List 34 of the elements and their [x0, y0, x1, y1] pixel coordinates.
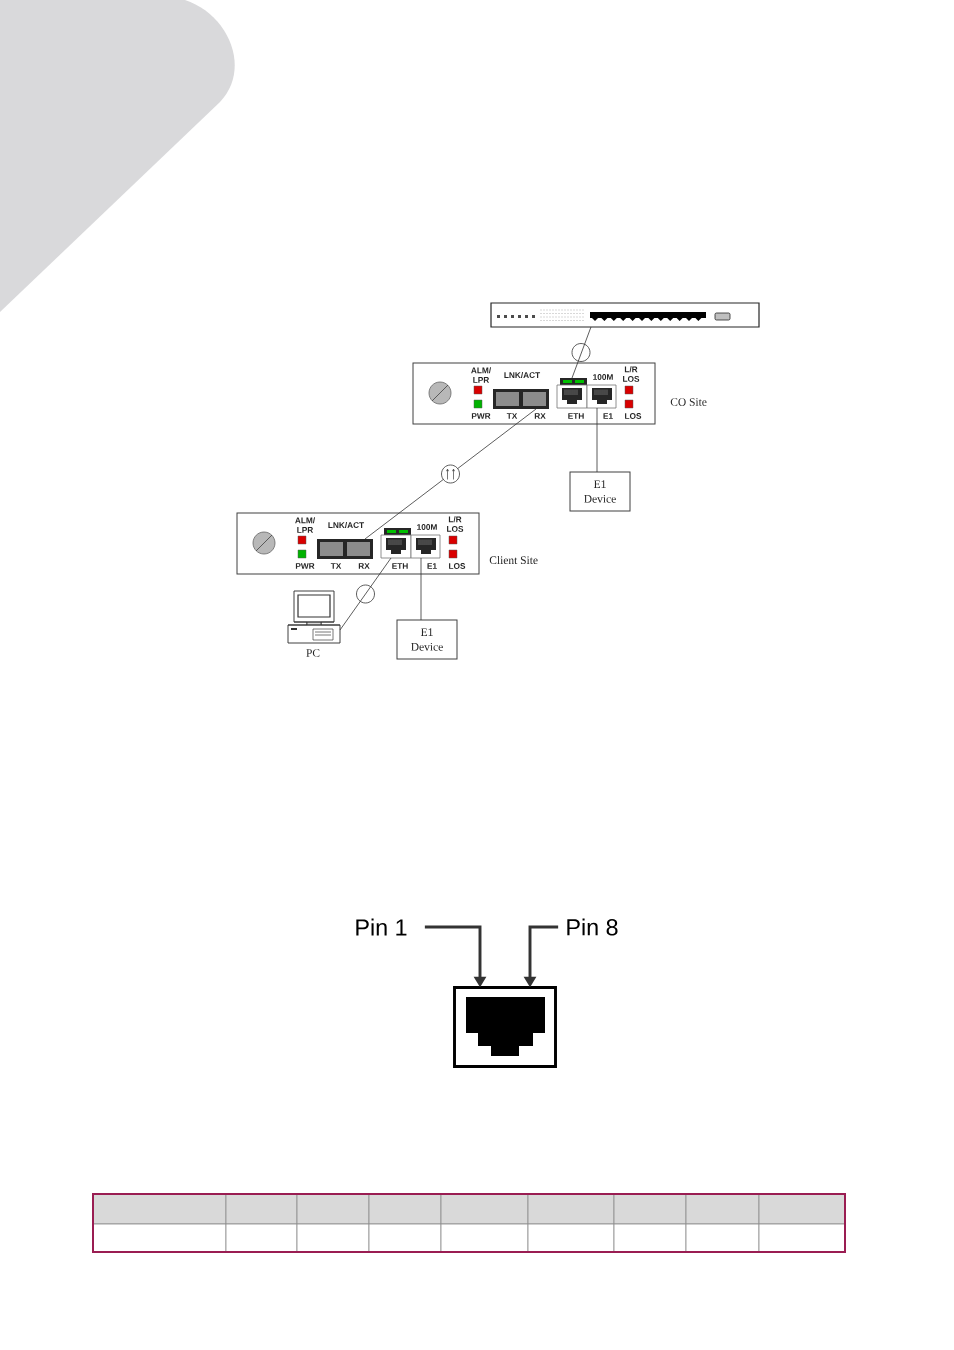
device-box: E1 Device	[396, 619, 458, 660]
pin-label: Pin 1	[356, 918, 407, 936]
port-label: ETH	[568, 413, 584, 419]
panel-label: PWR	[471, 413, 491, 419]
panel-label: ALM/ LPR	[295, 517, 315, 533]
network-switch	[490, 302, 760, 328]
panel-label: ALM/ LPR	[471, 367, 491, 383]
pin-label: Pin 8	[567, 918, 618, 936]
cable-line	[596, 407, 598, 473]
panel-label: L/R LOS	[447, 516, 464, 532]
panel-label: 100M	[593, 374, 613, 380]
cable-line	[571, 326, 592, 379]
port-label: TX	[506, 413, 518, 419]
panel-label: L/R LOS	[623, 366, 640, 382]
port-label: RX	[358, 563, 370, 569]
device-box: E1 Device	[569, 471, 631, 512]
site-label: CO Site	[670, 398, 707, 406]
rj45-jack	[453, 986, 557, 1068]
panel-label: PWR	[295, 563, 315, 569]
port-label: RX	[534, 413, 546, 419]
port-label: ETH	[392, 563, 408, 569]
cable-line	[339, 557, 392, 631]
port-label: E1	[603, 413, 613, 419]
panel-label: LOS	[449, 563, 466, 569]
computer-label: PC	[306, 649, 320, 657]
cable-line	[420, 557, 422, 621]
site-label: Client Site	[489, 556, 538, 565]
panel-label: LNK/ACT	[328, 521, 365, 529]
panel-label: 100M	[417, 524, 437, 530]
panel-label: LOS	[625, 413, 642, 419]
panel-label: LNK/ACT	[504, 371, 541, 379]
port-label: TX	[330, 563, 342, 569]
cable-line	[364, 408, 537, 540]
port-label: E1	[427, 563, 437, 569]
